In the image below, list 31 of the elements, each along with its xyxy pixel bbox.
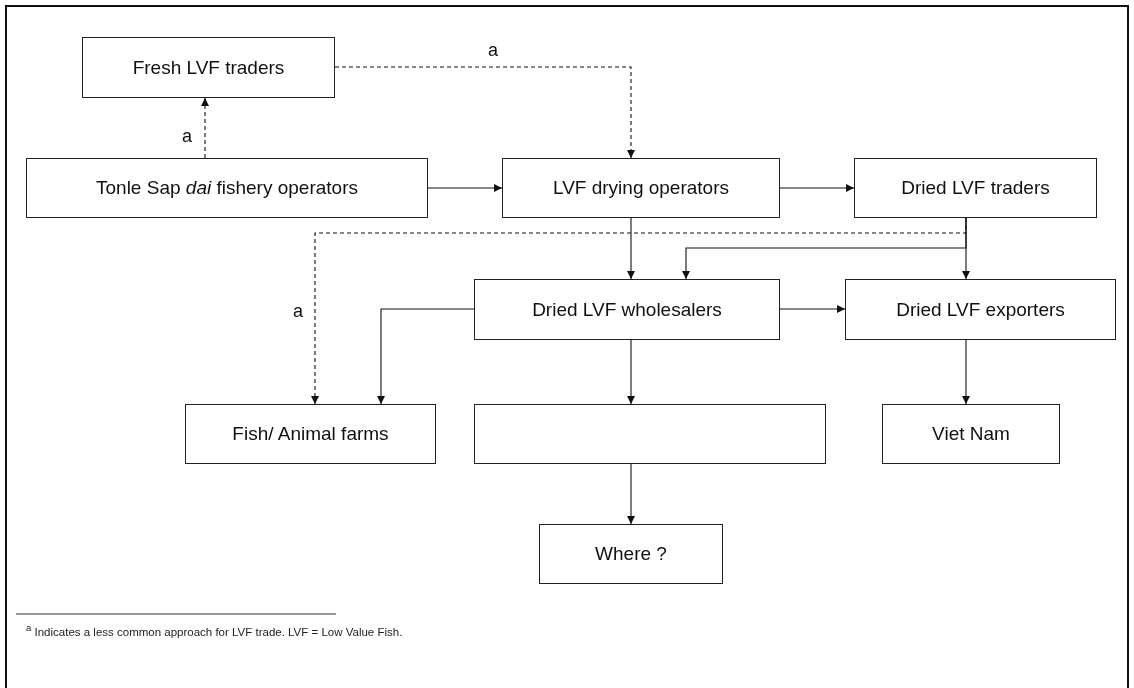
process-box <box>502 158 780 218</box>
process-box <box>474 279 780 340</box>
arrow <box>962 217 970 280</box>
process-box <box>26 158 428 218</box>
arrow <box>627 217 635 280</box>
arrow <box>377 308 475 405</box>
process-box <box>882 404 1060 464</box>
node-label: LVF drying operators <box>553 177 729 199</box>
node-label: Dried LVF exporters <box>896 298 1065 321</box>
empty-box <box>474 404 826 464</box>
arrow <box>962 339 970 405</box>
node-label: Dried LVF traders <box>901 177 1050 199</box>
footnote: $^{a}$ Indicates a less common approach for LVF trade. LVF = Low Value Fish. <box>26 622 403 638</box>
arrow <box>779 184 855 192</box>
process-box <box>185 404 436 464</box>
arrow <box>779 305 846 313</box>
arrow <box>427 184 503 192</box>
dashed-arrow <box>334 66 635 159</box>
node-label: Fish/ Animal farms <box>232 423 389 445</box>
process-box <box>854 158 1097 218</box>
dashed-arrow <box>201 97 209 159</box>
arrow <box>627 463 635 525</box>
arrow <box>627 339 635 405</box>
process-box <box>82 37 335 98</box>
process-box <box>845 279 1116 340</box>
process-box <box>539 524 723 584</box>
node-label: Viet Nam <box>932 423 1010 445</box>
node-label: Where ? <box>595 543 667 565</box>
node-label: Tonle Sap dai fishery operators <box>96 177 358 199</box>
node-label: Fresh LVF traders <box>132 56 285 79</box>
node-label: Dried LVF wholesalers <box>532 298 722 321</box>
